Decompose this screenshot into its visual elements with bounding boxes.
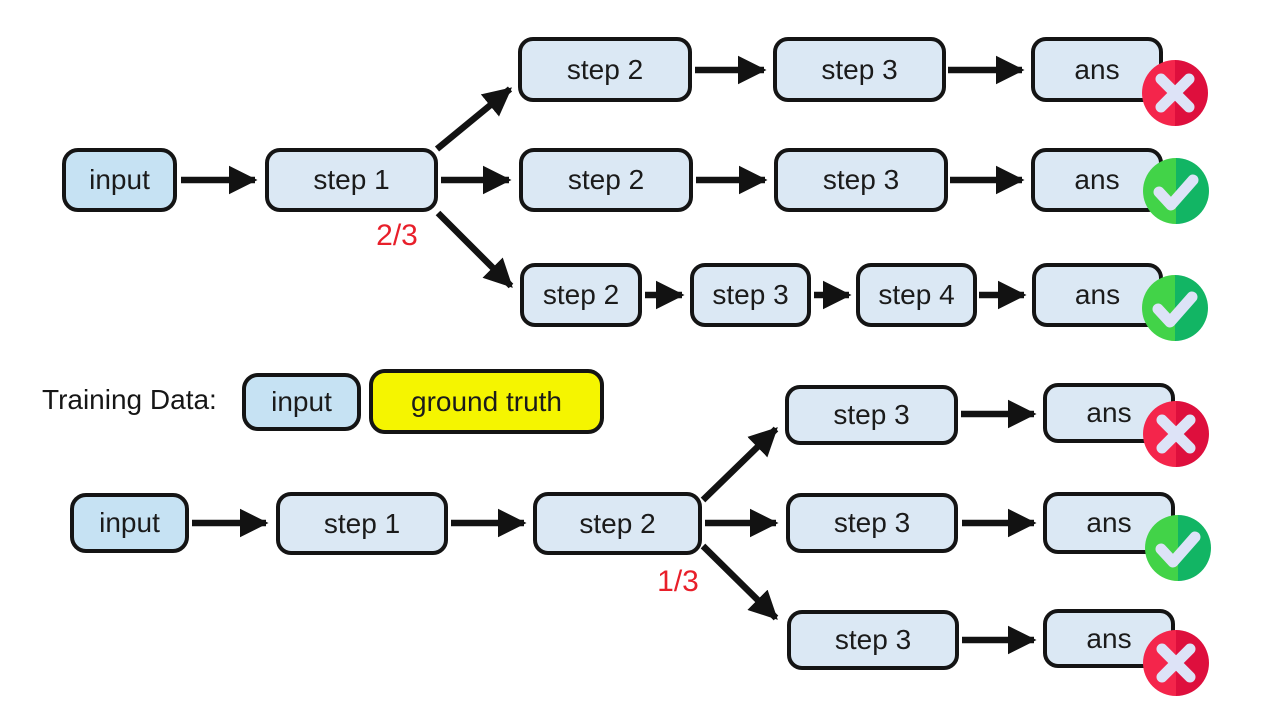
correct-badge	[1142, 275, 1208, 341]
arrow-step1-branch3	[435, 210, 514, 289]
incorrect-badge	[1143, 630, 1209, 696]
top-branch3-step2-node: step 2	[520, 263, 642, 327]
top-step1-node: step 1	[265, 148, 438, 212]
top-branch3-step4-node: step 4	[856, 263, 977, 327]
top-branch2-step3-node: step 3	[774, 148, 948, 212]
x-icon	[1155, 73, 1195, 113]
incorrect-badge	[1143, 401, 1209, 467]
bottom-step2-node: step 2	[533, 492, 702, 555]
check-icon	[1153, 174, 1199, 211]
top-score-label: 2/3	[376, 219, 418, 252]
incorrect-badge	[1142, 60, 1208, 126]
correct-badge	[1145, 515, 1211, 581]
top-branch2-ans-node: ans	[1031, 148, 1163, 212]
check-icon	[1152, 291, 1198, 328]
bottom-input-node: input	[70, 493, 189, 553]
correct-badge	[1143, 158, 1209, 224]
top-branch1-step3-node: step 3	[773, 37, 946, 102]
arrow-step2-branch3	[700, 543, 779, 621]
check-icon	[1155, 531, 1201, 568]
bottom-branch2-step3-node: step 3	[786, 493, 958, 553]
top-branch1-ans-node: ans	[1031, 37, 1163, 102]
top-branch2-step2-node: step 2	[519, 148, 693, 212]
bottom-score-label: 1/3	[657, 565, 699, 598]
bottom-step1-node: step 1	[276, 492, 448, 555]
training-ground-truth-node: ground truth	[369, 369, 604, 434]
bottom-branch3-step3-node: step 3	[787, 610, 959, 670]
top-branch1-step2-node: step 2	[518, 37, 692, 102]
x-icon	[1156, 414, 1196, 454]
top-branch3-step3-node: step 3	[690, 263, 811, 327]
arrow-step2-branch1	[700, 426, 779, 503]
training-data-label: Training Data:	[42, 384, 217, 415]
training-input-node: input	[242, 373, 361, 431]
top-input-node: input	[62, 148, 177, 212]
arrow-step1-branch1	[434, 86, 513, 152]
top-branch3-ans-node: ans	[1032, 263, 1163, 327]
bottom-branch1-step3-node: step 3	[785, 385, 958, 445]
x-icon	[1156, 643, 1196, 683]
